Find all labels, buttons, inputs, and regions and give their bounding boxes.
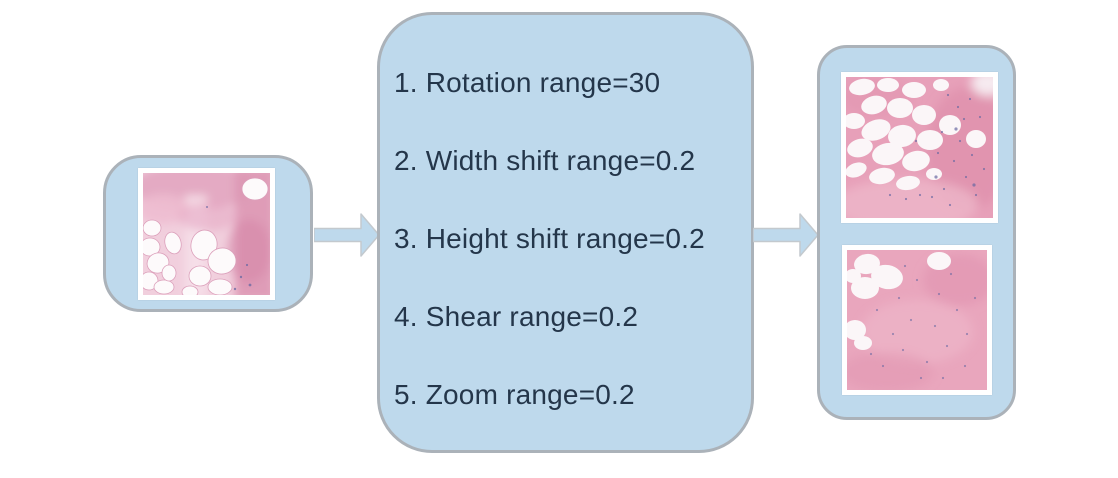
input-image-box <box>103 155 313 312</box>
arrow-right-icon <box>314 213 380 257</box>
output-images-box <box>817 45 1016 420</box>
augmentation-param-list: 1. Rotation range=30 2. Width shift rang… <box>394 15 745 409</box>
input-image-frame <box>138 168 275 300</box>
augmented-image-frame-2 <box>842 245 992 395</box>
augmentation-params-box: 1. Rotation range=30 2. Width shift rang… <box>377 12 754 453</box>
histology-input-image <box>143 173 270 295</box>
histology-augmented-image-1 <box>846 77 993 218</box>
param-rotation-range: 1. Rotation range=30 <box>394 67 661 98</box>
augmented-image-frame-1 <box>841 72 998 223</box>
arrow-right-icon <box>753 213 819 257</box>
histology-augmented-image-2 <box>847 250 987 390</box>
param-shear-range: 4. Shear range=0.2 <box>394 301 639 332</box>
param-zoom-range: 5. Zoom range=0.2 <box>394 379 635 410</box>
param-height-shift-range: 3. Height shift range=0.2 <box>394 223 705 254</box>
param-width-shift-range: 2. Width shift range=0.2 <box>394 145 696 176</box>
